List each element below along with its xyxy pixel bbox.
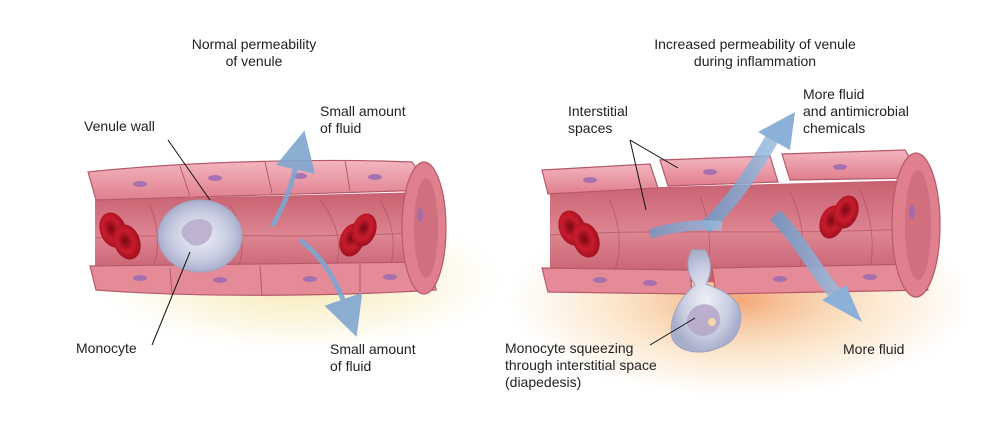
label-monocyte: Monocyte — [76, 340, 137, 357]
right-title-line-2: during inflammation — [693, 53, 817, 69]
label-small-fluid-top: Small amount of fluid — [320, 103, 406, 137]
leader-interstitial-1 — [629, 139, 679, 169]
label-interstitial-line-1: Interstitial — [568, 103, 628, 119]
label-monocyte-squeeze-line-2: through interstitial space — [505, 357, 657, 373]
leader-monocyte — [151, 251, 191, 346]
label-more-fluid-line-1: More fluid — [843, 341, 905, 357]
left-rbc-1 — [99, 212, 141, 260]
right-end-lumen — [905, 170, 931, 280]
label-interstitial-line-2: spaces — [568, 120, 613, 136]
right-arrow-up-head — [758, 112, 795, 150]
right-lumen — [550, 180, 920, 285]
left-title-line-1: Normal permeability — [191, 36, 317, 52]
label-small-fluid-bottom: Small amount of fluid — [330, 341, 416, 375]
label-small-fluid-top-line-1: Small amount — [320, 103, 406, 119]
left-nuclei — [133, 173, 423, 283]
label-venule-wall: Venule wall — [84, 118, 155, 135]
left-monocyte — [157, 199, 243, 273]
right-rbc-2 — [819, 195, 859, 239]
left-venule — [87, 130, 500, 350]
left-arrow-top — [269, 130, 316, 228]
left-rbc-2 — [339, 213, 377, 257]
label-monocyte-line-1: Monocyte — [76, 340, 137, 356]
right-bottom-wall-1 — [541, 267, 693, 295]
label-interstitial-spaces: Interstitial spaces — [568, 103, 628, 137]
leader-venule-wall — [167, 139, 211, 201]
leader-monocyte-squeeze — [649, 317, 696, 346]
right-monocyte — [670, 249, 742, 353]
left-end-lumen — [414, 178, 438, 278]
left-top-wall-cells — [179, 159, 351, 197]
label-more-fluid-chem-line-1: More fluid — [803, 86, 865, 102]
label-more-fluid-chem-line-2: and antimicrobial — [803, 103, 909, 119]
right-arrow-down-head — [822, 285, 862, 322]
label-small-fluid-bottom-line-2: of fluid — [330, 358, 372, 374]
left-title: Normal permeability of venule — [166, 36, 342, 70]
right-nuclei — [583, 164, 915, 286]
label-monocyte-squeeze-line-3: (diapedesis) — [505, 374, 582, 390]
right-venule — [510, 112, 970, 395]
label-monocyte-squeeze-line-1: Monocyte squeezing — [505, 340, 634, 356]
left-bottom-wall-cells — [169, 264, 361, 297]
right-rbc-1 — [558, 210, 600, 258]
label-more-fluid-chemicals: More fluid and antimicrobial chemicals — [803, 86, 909, 137]
leader-interstitial-2 — [629, 139, 647, 211]
label-small-fluid-bottom-line-1: Small amount — [330, 341, 416, 357]
label-more-fluid-chem-line-3: chemicals — [803, 120, 866, 136]
left-title-line-2: of venule — [225, 53, 283, 69]
right-title: Increased permeability of venule during … — [620, 36, 890, 70]
right-arrow-side — [648, 220, 723, 239]
left-arrow-bottom — [298, 238, 363, 337]
right-title-line-1: Increased permeability of venule — [654, 36, 856, 52]
right-arrow-down — [769, 210, 846, 305]
right-arrow-up — [700, 124, 785, 234]
label-monocyte-squeezing: Monocyte squeezing through interstitial … — [505, 340, 657, 391]
label-small-fluid-top-line-2: of fluid — [320, 120, 362, 136]
right-top-wall-1 — [541, 163, 659, 195]
label-more-fluid: More fluid — [843, 341, 904, 358]
label-venule-wall-line-1: Venule wall — [84, 118, 155, 134]
